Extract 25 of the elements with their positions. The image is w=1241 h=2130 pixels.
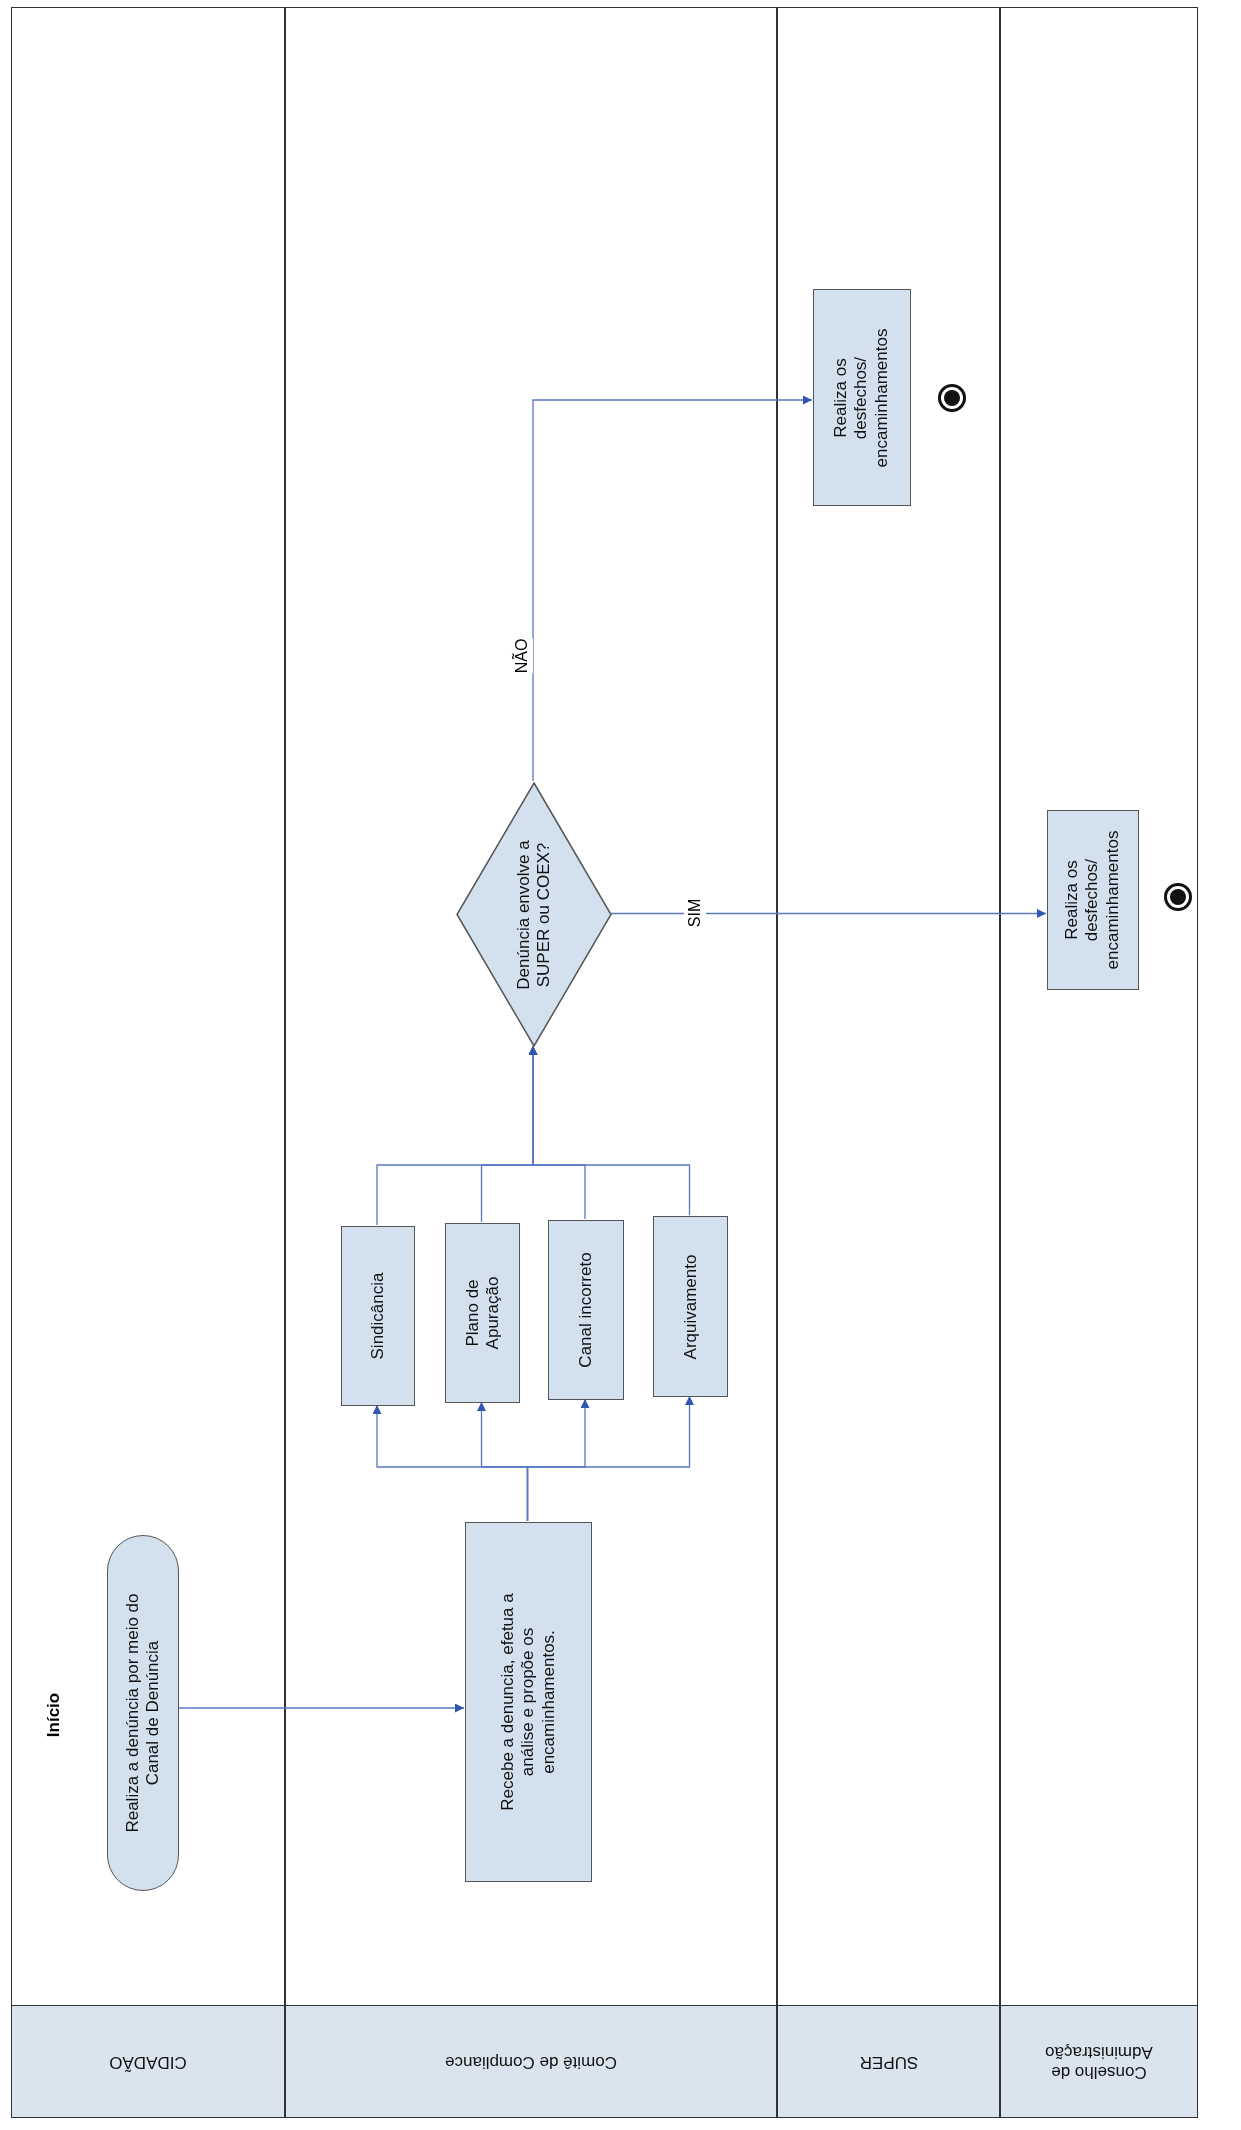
- lane-label: CIDADÃO: [108, 2051, 188, 2072]
- process-box: Realiza os desfechos/ encaminhamentos: [1047, 810, 1139, 990]
- swimlane: [777, 7, 1000, 2118]
- lane-label: Conselho de Administração: [1044, 2041, 1154, 2082]
- arrow: [528, 1045, 691, 1216]
- process-box: Realiza os desfechos/ encaminhamentos: [813, 289, 911, 506]
- edge-label: SIM: [684, 898, 706, 928]
- arrow: [610, 909, 1047, 918]
- swimlane: [285, 7, 777, 2118]
- process-box: Canal incorreto: [548, 1220, 624, 1400]
- start-terminal: Realiza a denúncia por meio do Canal de Denúncia: [107, 1535, 179, 1891]
- arrow: [177, 1703, 465, 1713]
- process-box: Plano de Apuração: [445, 1223, 520, 1403]
- process-box: Arquivamento: [653, 1216, 728, 1397]
- process-box: Sindicância: [341, 1226, 415, 1406]
- lane-label: Comitê de Compliance: [444, 2051, 618, 2072]
- arrow: [526, 1395, 694, 1522]
- lane-label: SUPER: [858, 2051, 919, 2072]
- arrow: [532, 395, 813, 782]
- decision-diamond: Denúncia envolve a SUPER ou COEX?: [456, 782, 612, 1047]
- start-heading: Início: [44, 1692, 64, 1738]
- swimlane: [11, 7, 285, 2118]
- swimlane: [1000, 7, 1198, 2118]
- process-box: Recebe a denuncia, efetua a análise e propõe os encaminhamentos.: [465, 1522, 592, 1882]
- edge-label: NÃO: [511, 638, 533, 674]
